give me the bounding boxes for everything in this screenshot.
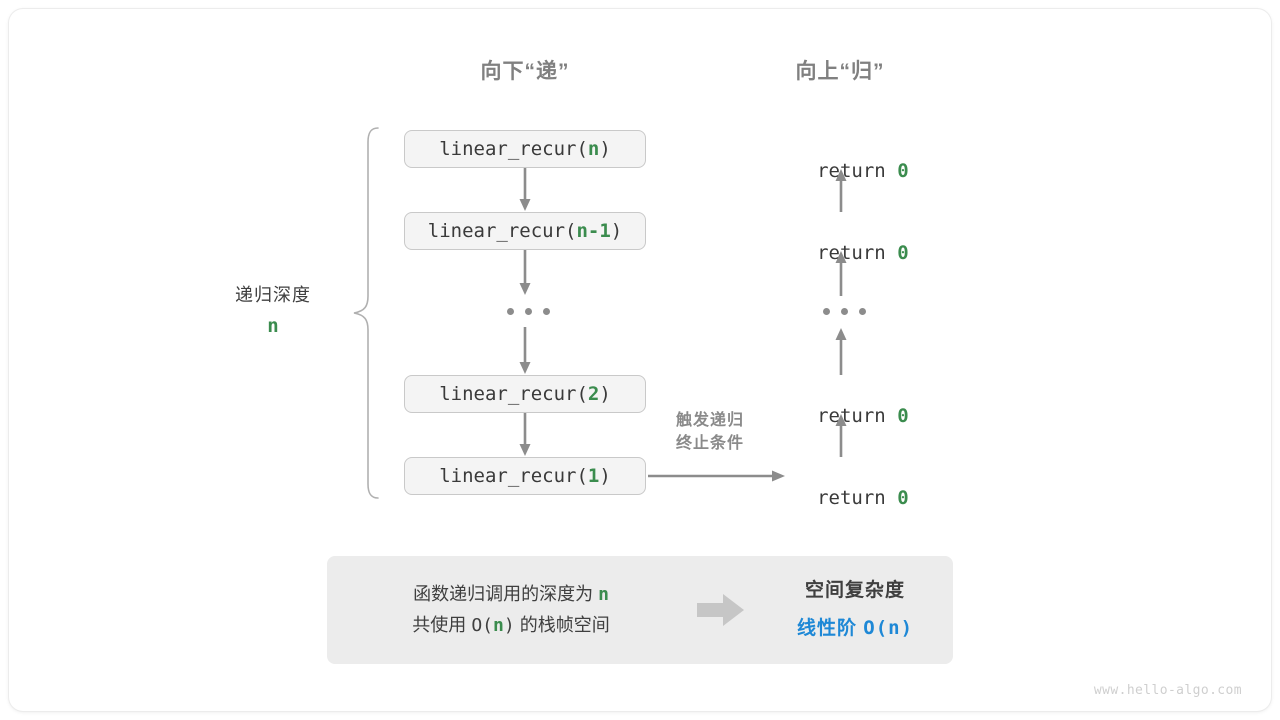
return-text: return [817, 160, 898, 182]
watermark: www.hello-algo.com [1093, 683, 1242, 698]
summary-line2-close: ) [503, 615, 515, 636]
return-value: 0 [897, 487, 909, 509]
call-box-suffix: ) [610, 220, 623, 242]
call-box-arg: n-1 [576, 220, 611, 242]
return-label-second: return 0 [760, 220, 920, 286]
call-box-arg: n [587, 138, 600, 160]
call-box-suffix: ) [599, 383, 611, 405]
termination-condition-note: 触发递归 终止条件 [648, 409, 772, 455]
call-box-arg: 1 [587, 465, 600, 487]
summary-line-1: 函数递归调用的深度为 n [337, 579, 685, 611]
space-complexity-expr: O(n) [863, 616, 914, 639]
call-box-2[interactable]: linear_recur(2) [404, 375, 646, 413]
down-arrow-2 [519, 250, 531, 295]
summary-line1-text: 函数递归调用的深度为 [413, 583, 599, 604]
call-box-prefix: linear_recur( [439, 383, 588, 405]
call-box-n[interactable]: linear_recur(n) [404, 130, 646, 168]
call-box-prefix: linear_recur( [439, 465, 588, 487]
call-box-prefix: linear_recur( [439, 138, 588, 160]
down-arrow-3 [519, 327, 531, 374]
return-value: 0 [897, 242, 909, 264]
summary-conclusion: 空间复杂度 线性阶 O(n) [757, 575, 953, 645]
return-text: return [817, 487, 898, 509]
up-arrow-3 [835, 328, 847, 375]
return-value: 0 [897, 405, 909, 427]
call-box-1[interactable]: linear_recur(1) [404, 457, 646, 495]
recursion-depth-value: n [267, 315, 279, 337]
space-complexity-title: 空间复杂度 [804, 580, 905, 602]
call-box-suffix: ) [599, 138, 611, 160]
call-box-suffix: ) [599, 465, 611, 487]
summary-line2-text-a: 共使用 [412, 615, 472, 635]
down-arrow-1 [519, 168, 531, 211]
base-case-arrow [648, 470, 785, 482]
right-arrow-icon [697, 594, 744, 626]
recursion-depth-text: 递归深度 [235, 285, 311, 305]
summary-description: 函数递归调用的深度为 n 共使用 O(n) 的栈帧空间 [327, 579, 685, 642]
summary-line2-open: O( [471, 615, 493, 636]
summary-line-2: 共使用 O(n) 的栈帧空间 [337, 610, 685, 642]
call-ellipsis [507, 308, 550, 315]
up-arrow-2 [835, 251, 847, 296]
termination-note-line1: 触发递归 [675, 412, 744, 429]
summary-line1-n: n [598, 583, 609, 605]
dot [525, 308, 532, 315]
space-complexity-label: 线性阶 [796, 617, 864, 639]
summary-panel: 函数递归调用的深度为 n 共使用 O(n) 的栈帧空间 空间复杂度 线性阶 O(… [327, 556, 953, 664]
return-value: 0 [897, 160, 909, 182]
return-text: return [817, 405, 898, 427]
return-label-base: return 0 [760, 465, 920, 531]
dot [507, 308, 514, 315]
call-box-arg: 2 [587, 383, 600, 405]
call-box-prefix: linear_recur( [427, 220, 577, 242]
up-arrow-1 [835, 169, 847, 212]
space-complexity-value: 线性阶 O(n) [757, 612, 953, 645]
header-recurse-down: 向下“递” [480, 60, 570, 83]
dot [823, 308, 830, 315]
dot [543, 308, 550, 315]
dot [841, 308, 848, 315]
summary-line2-text-b: 的栈帧空间 [514, 615, 610, 635]
termination-note-line2: 终止条件 [675, 435, 744, 453]
recursion-depth-label: 递归深度 n [198, 281, 348, 337]
return-label-third: return 0 [760, 383, 920, 449]
up-arrow-4 [835, 414, 847, 457]
summary-line2-n: n [493, 615, 504, 636]
call-box-n-minus-1[interactable]: linear_recur(n-1) [404, 212, 646, 250]
recursion-depth-brace [353, 127, 379, 499]
summary-arrow-wrap [685, 593, 757, 627]
header-return-up: 向上“归” [795, 60, 885, 83]
dot [859, 308, 866, 315]
down-arrow-4 [519, 413, 531, 456]
return-text: return [817, 242, 898, 264]
return-ellipsis [823, 308, 866, 315]
return-label-top: return 0 [760, 138, 920, 204]
